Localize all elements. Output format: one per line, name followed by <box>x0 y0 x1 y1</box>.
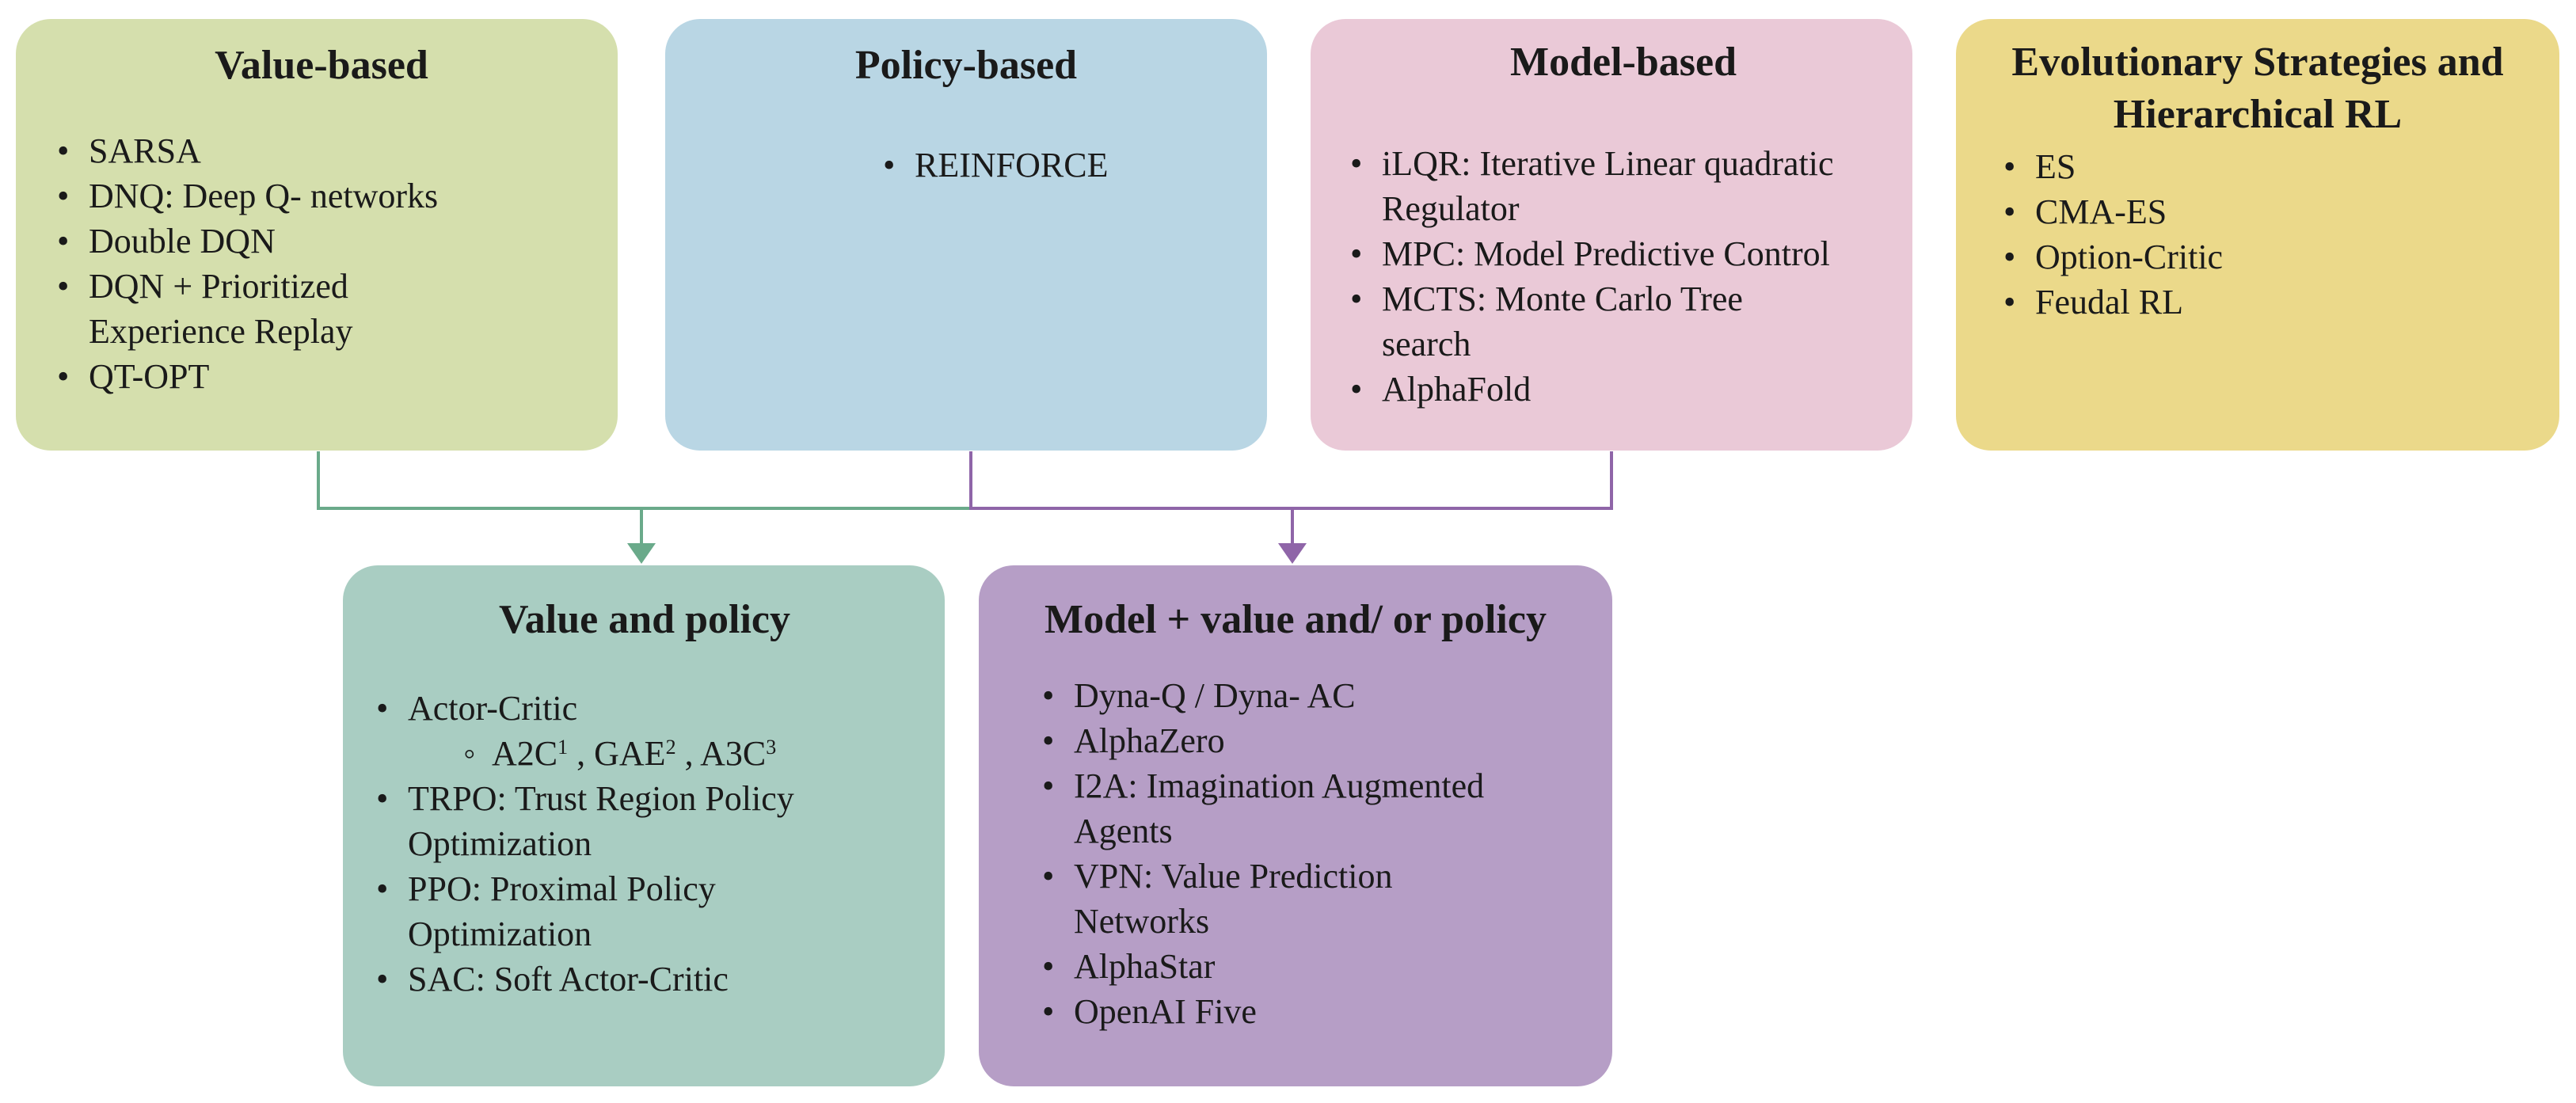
a3c-label: A3C <box>700 734 767 773</box>
list-item: DQN + Prioritized Experience Replay <box>57 264 429 354</box>
evolutionary-list: ES CMA-ES Option-Critic Feudal RL <box>2003 144 2544 325</box>
list-item: VPN: Value Prediction Networks <box>1042 854 1517 944</box>
model-value-policy-list: Dyna-Q / Dyna- AC AlphaZero I2A: Imagina… <box>1042 673 1589 1034</box>
model-value-policy-box: Model + value and/ or policy Dyna-Q / Dy… <box>979 565 1612 1086</box>
purple-connector <box>969 451 1613 546</box>
list-item: Dyna-Q / Dyna- AC <box>1042 673 1589 718</box>
model-based-box: Model-based iLQR: Iterative Linear quadr… <box>1311 19 1912 451</box>
value-and-policy-list: Actor-Critic A2C1 , GAE2 , A3C3 TRPO: Tr… <box>376 686 913 1002</box>
separator: , <box>675 734 701 773</box>
purple-arrowhead <box>1278 543 1307 564</box>
list-item: Option-Critic <box>2003 234 2544 280</box>
list-item: DNQ: Deep Q- networks <box>57 173 586 219</box>
green-arrowhead <box>627 543 656 564</box>
list-item: MCTS: Monte Carlo Tree search <box>1350 276 1825 367</box>
list-item: AlphaFold <box>1350 367 1897 412</box>
list-item: Double DQN <box>57 219 586 264</box>
policy-based-list: REINFORCE <box>883 143 1235 188</box>
list-item: TRPO: Trust Region Policy Optimization <box>376 776 883 866</box>
list-item: QT-OPT <box>57 354 586 399</box>
list-item: REINFORCE <box>883 143 1235 188</box>
list-item: AlphaZero <box>1042 718 1589 763</box>
value-based-box: Value-based SARSA DNQ: Deep Q- networks … <box>16 19 618 451</box>
list-item: Feudal RL <box>2003 280 2544 325</box>
list-item: PPO: Proximal Policy Optimization <box>376 866 820 957</box>
green-connector <box>317 451 971 546</box>
a2c-footnote: 1 <box>557 736 569 759</box>
list-item: ES <box>2003 144 2544 189</box>
gae-footnote: 2 <box>665 736 676 759</box>
list-item: iLQR: Iterative Linear quadratic Regulat… <box>1350 141 1897 231</box>
value-and-policy-box: Value and policy Actor-Critic A2C1 , GAE… <box>343 565 945 1086</box>
model-based-list: iLQR: Iterative Linear quadratic Regulat… <box>1350 141 1897 412</box>
gae-label: GAE <box>594 734 666 773</box>
a2c-label: A2C <box>492 734 558 773</box>
list-item: SARSA <box>57 128 586 173</box>
actor-critic-sublist: A2C1 , GAE2 , A3C3 <box>408 731 913 776</box>
evolutionary-title: Evolutionary Strategies and Hierarchical… <box>2011 40 2504 137</box>
list-item: Actor-Critic A2C1 , GAE2 , A3C3 <box>376 686 913 776</box>
a3c-footnote: 3 <box>766 736 777 759</box>
separator: , <box>568 734 595 773</box>
sub-list-item: A2C1 , GAE2 , A3C3 <box>463 731 913 776</box>
list-item: AlphaStar <box>1042 944 1589 989</box>
value-and-policy-title: Value and policy <box>499 597 790 642</box>
list-item: SAC: Soft Actor-Critic <box>376 957 913 1002</box>
evolutionary-box: Evolutionary Strategies and Hierarchical… <box>1956 19 2559 451</box>
value-based-title: Value-based <box>215 43 428 88</box>
list-item: OpenAI Five <box>1042 989 1589 1034</box>
actor-critic-label: Actor-Critic <box>408 689 578 728</box>
policy-based-box: Policy-based REINFORCE <box>665 19 1267 451</box>
list-item: I2A: Imagination Augmented Agents <box>1042 763 1581 854</box>
policy-based-title: Policy-based <box>854 43 1078 88</box>
list-item: MPC: Model Predictive Control <box>1350 231 1897 276</box>
model-value-policy-title: Model + value and/ or policy <box>1044 597 1547 642</box>
model-based-title: Model-based <box>1510 40 1737 85</box>
value-based-list: SARSA DNQ: Deep Q- networks Double DQN D… <box>57 128 586 399</box>
list-item: CMA-ES <box>2003 189 2544 234</box>
